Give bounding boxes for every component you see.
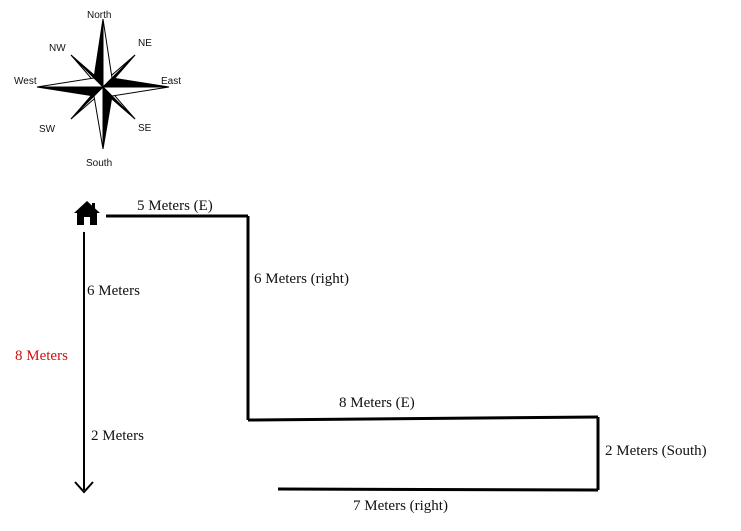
home-icon [74, 201, 100, 225]
compass-west-label: West [14, 76, 37, 87]
segment-label-5m-east: 5 Meters (E) [137, 198, 213, 214]
compass-ne-label: NE [138, 38, 152, 49]
direct-arrow-head [74, 481, 94, 494]
segment-label-8m-east: 8 Meters (E) [339, 395, 415, 411]
compass-north-label: North [87, 10, 112, 21]
segment-label-2m-south: 2 Meters (South) [605, 443, 707, 459]
arrow-label-6m: 6 Meters [87, 283, 140, 299]
compass-east-label: East [161, 76, 182, 87]
arrow-label-2m: 2 Meters [91, 428, 144, 444]
compass-rose-icon [36, 18, 170, 150]
segment-label-7m-right: 7 Meters (right) [353, 498, 448, 514]
compass-sw-label: SW [39, 124, 56, 135]
route-segment-east-2 [247, 415, 599, 422]
compass-south-label: South [86, 158, 113, 169]
segment-label-6m-right: 6 Meters (right) [254, 271, 349, 287]
route-segment-west [277, 487, 599, 492]
compass-se-label: SE [138, 123, 152, 134]
total-distance-label: 8 Meters [15, 348, 68, 364]
compass-nw-label: NW [49, 43, 66, 54]
